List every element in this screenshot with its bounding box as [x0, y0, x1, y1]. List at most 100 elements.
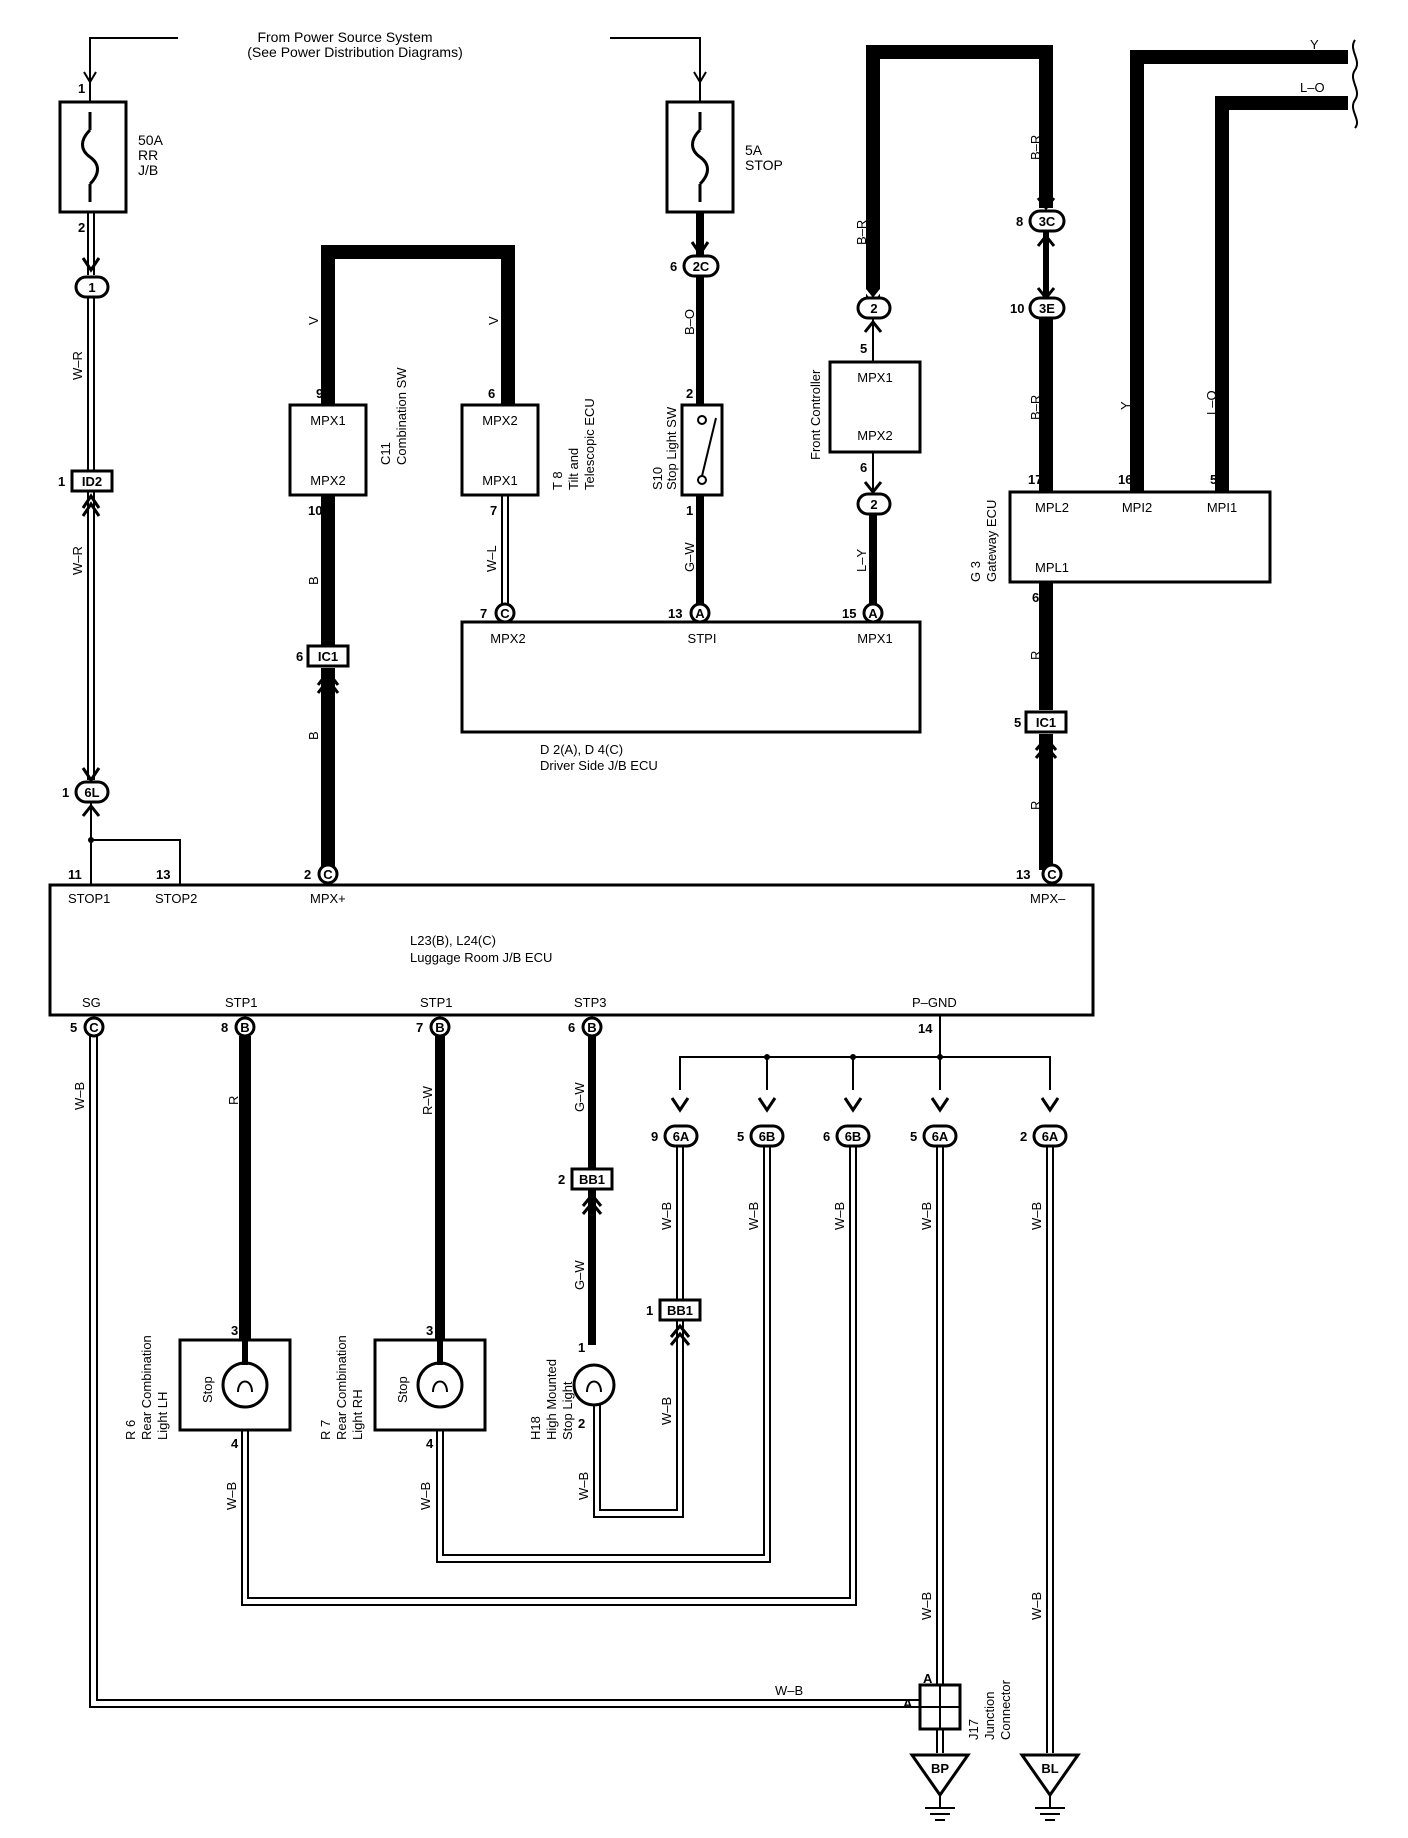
connector-ic1-right	[1024, 710, 1068, 734]
j17-name1: Junction	[982, 1692, 997, 1740]
l23-stp3: STP3	[574, 995, 607, 1010]
pin-l-7: 7	[416, 1020, 423, 1035]
connector-6a-5-label: 6A	[932, 1129, 949, 1144]
g3-name: Gateway ECU	[984, 500, 999, 582]
g3-ref: G 3	[968, 561, 983, 582]
r6-rear-combination-light-lh: 3 Stop R 6 Rear Combination Light LH 4 W…	[123, 1323, 292, 1510]
j17-name2: Connector	[998, 1679, 1013, 1740]
pin-t8-7: 7	[490, 503, 497, 518]
connector-id2-label: ID2	[82, 474, 102, 489]
d2-mpx2: MPX2	[490, 631, 525, 646]
connector-c-mpxp: C	[323, 867, 333, 882]
power-source: From Power Source System (See Power Dist…	[83, 29, 707, 85]
connector-6b-6	[835, 1124, 871, 1148]
connector-6b-5-label: 6B	[759, 1129, 776, 1144]
wire-wb-2a: W–B	[1029, 1202, 1044, 1230]
connector-b-stp1b: B	[435, 1020, 444, 1035]
pin-g3-16: 16	[1118, 472, 1132, 487]
wire-br-front: B–R	[854, 220, 869, 245]
source-line2: (See Power Distribution Diagrams)	[247, 44, 463, 60]
pin-g-6b: 6	[823, 1129, 830, 1144]
t8-bottom: MPX1	[482, 473, 517, 488]
r7-name1: Rear Combination	[334, 1335, 349, 1440]
pin-d-13: 13	[668, 606, 682, 621]
s10-name: Stop Light SW	[664, 406, 679, 490]
connector-6a-9-label: 6A	[673, 1129, 690, 1144]
wire-bo: B–O	[682, 309, 697, 335]
pin-h18-2: 2	[578, 1416, 585, 1431]
l23-stp1b: STP1	[420, 995, 453, 1010]
wr-circuit: 1 W–R ID2 1 W–R 6L 1	[58, 212, 181, 885]
fc-bottom: MPX2	[857, 428, 892, 443]
d2-ref: D 2(A), D 4(C)	[540, 742, 623, 757]
c11-bottom: MPX2	[310, 473, 345, 488]
connector-bb1-b-label: BB1	[667, 1303, 693, 1318]
wire-r-stp1: R	[226, 1096, 241, 1105]
source-line1: From Power Source System	[257, 29, 432, 45]
wire-b-upper: B	[306, 576, 321, 585]
wire-v-left: V	[306, 316, 321, 325]
connector-3e-label: 3E	[1039, 301, 1055, 316]
pin-l-5: 5	[70, 1020, 77, 1035]
wire-wb-bb1: W–B	[659, 1397, 674, 1425]
fc-top: MPX1	[857, 370, 892, 385]
pin-2c: 6	[670, 259, 677, 274]
wire-wb-j17v: W–B	[919, 1592, 934, 1620]
h18-high-mounted-stop-light: 1 2 H18 High Mounted Stop Light W–B	[528, 1340, 616, 1500]
gateway-ecu: B–R 3C 8 3E 10 B–R 17 Y Y 16 L–O L–O 5 M…	[968, 37, 1358, 885]
wire-wb-sg: W–B	[72, 1082, 87, 1110]
wire-y-top: Y	[1310, 37, 1319, 52]
j17-junction-connector: A A J17 Junction Connector	[903, 1671, 1013, 1753]
connector-ic1-left	[306, 644, 350, 668]
wire-wb-6b: W–B	[832, 1202, 847, 1230]
t8-name1: Tilt and	[566, 448, 581, 490]
fuse-rr-pin-out: 2	[78, 220, 85, 235]
connector-bb1-a-label: BB1	[579, 1172, 605, 1187]
g3-mpi1: MPI1	[1207, 500, 1237, 515]
stop-light-sw: 2C 6 B–O 2 S10 Stop Light SW 1 G–W A 13	[650, 212, 724, 624]
pin-g-9: 9	[651, 1129, 658, 1144]
h18-name2: Stop Light	[560, 1381, 575, 1440]
connector-id2	[70, 469, 114, 493]
pin-l-8: 8	[221, 1020, 228, 1035]
g3-mpl1: MPL1	[1035, 560, 1069, 575]
l23-stp1a: STP1	[225, 995, 258, 1010]
d2-mpx1: MPX1	[857, 631, 892, 646]
r6-inner: Stop	[200, 1376, 215, 1403]
wire-wr-mid: W–R	[70, 546, 85, 575]
pin-c11-10: 10	[308, 503, 322, 518]
pin-l-6: 6	[568, 1020, 575, 1035]
r6-name2: Light LH	[155, 1392, 170, 1440]
wire-r-upper: R	[1028, 651, 1043, 660]
connector-6l-label: 6L	[84, 785, 99, 800]
h18-name1: High Mounted	[544, 1359, 559, 1440]
c11-name: Combination SW	[394, 367, 409, 465]
l23-sg: SG	[82, 995, 101, 1010]
pin-d-7: 7	[480, 606, 487, 621]
connector-b-stp3: B	[587, 1020, 596, 1035]
connector-1-label: 1	[88, 280, 95, 295]
connector-2-top-label: 2	[870, 301, 877, 316]
connector-ic1-left-label: IC1	[318, 649, 338, 664]
wire-wl: W–L	[484, 545, 499, 572]
pin-s10-1: 1	[686, 503, 693, 518]
h18-ref: H18	[528, 1416, 543, 1440]
r7-inner: Stop	[395, 1376, 410, 1403]
connector-c-sg: C	[89, 1020, 99, 1035]
pin-id2: 1	[58, 474, 65, 489]
pin-3e: 10	[1010, 301, 1024, 316]
wire-wb-bl: W–B	[1029, 1592, 1044, 1620]
l23-stop1: STOP1	[68, 891, 110, 906]
l23-mpxp: MPX+	[310, 891, 346, 906]
ground-bp-label: BP	[931, 1761, 949, 1776]
pin-l-13: 13	[156, 867, 170, 882]
connector-6b-5	[749, 1124, 785, 1148]
pin-s10-2: 2	[686, 386, 693, 401]
pin-r6-3: 3	[231, 1323, 238, 1338]
g3-mpl2: MPL2	[1035, 500, 1069, 515]
s10-ref: S10	[650, 467, 665, 490]
wire-v-right: V	[486, 316, 501, 325]
pin-d-15: 15	[842, 606, 856, 621]
connector-2-bot-label: 2	[870, 497, 877, 512]
